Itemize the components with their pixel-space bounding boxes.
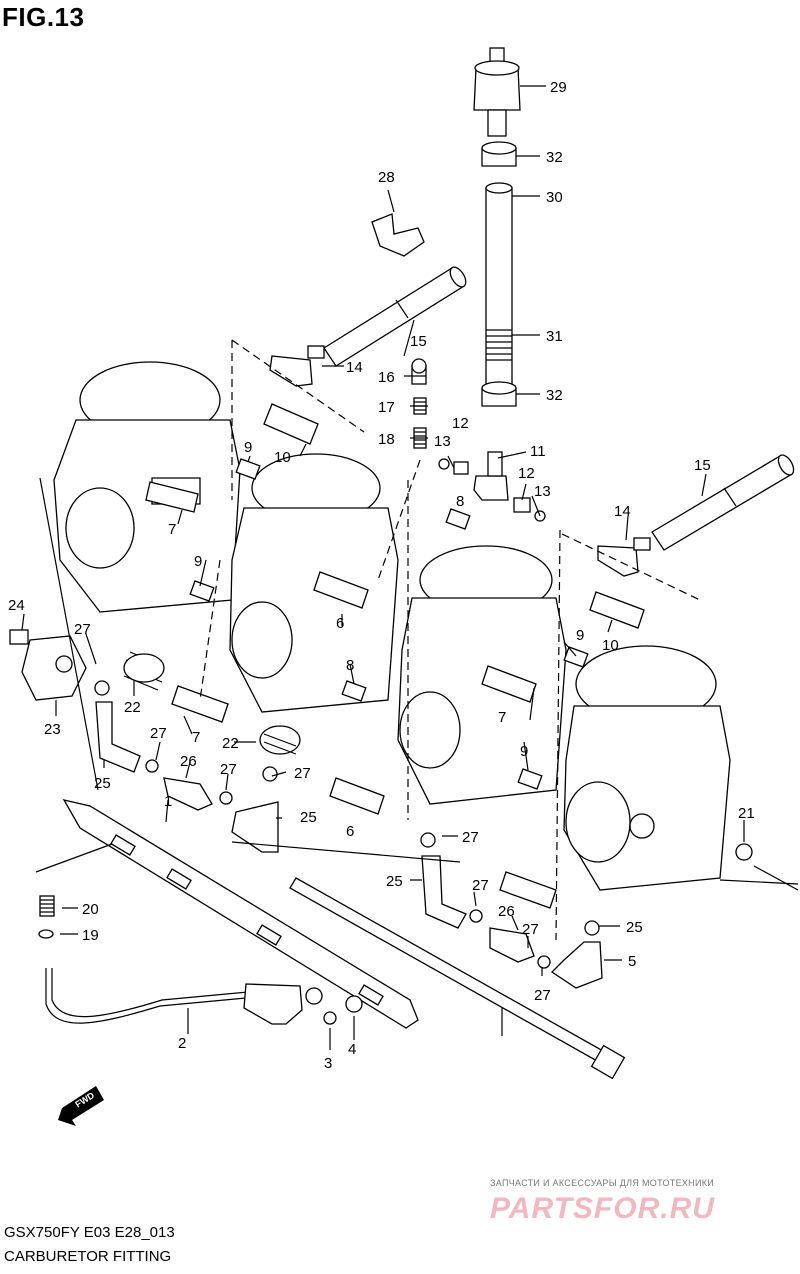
bracket-23 xyxy=(9,629,87,701)
vent-fitting-assembly xyxy=(473,47,521,407)
callout-30: 30 xyxy=(546,189,563,206)
callout-7: 7 xyxy=(168,521,176,538)
callout-25: 25 xyxy=(94,775,111,792)
callout-9: 9 xyxy=(576,627,584,644)
callout-26: 26 xyxy=(498,903,515,920)
callout-13: 13 xyxy=(534,483,551,500)
callout-21: 20 xyxy=(82,901,99,918)
clamp-28 xyxy=(371,213,425,257)
callout-8: 8 xyxy=(456,493,464,510)
carburetor-3 xyxy=(397,545,567,805)
callout-1: 1 xyxy=(164,793,172,810)
hoses-25 xyxy=(94,680,603,989)
springs-22 xyxy=(123,651,301,755)
springs-16-17-18 xyxy=(411,358,427,449)
hose-15-left xyxy=(269,266,467,387)
callout-19: 2 xyxy=(178,1035,186,1052)
callout-22: 22 xyxy=(124,699,141,716)
callout-10: 10 xyxy=(602,637,619,654)
callout-29: 29 xyxy=(550,79,567,96)
callout-28: 28 xyxy=(378,169,395,186)
model-code: GSX750FY E03 E28_013 xyxy=(4,1224,175,1241)
callout-26: 26 xyxy=(180,753,197,770)
callout-14: 14 xyxy=(614,503,631,520)
figure-caption: CARBURETOR FITTING xyxy=(4,1248,172,1265)
callout-13: 13 xyxy=(434,433,451,450)
callout-15: 15 xyxy=(694,457,711,474)
callout-27: 27 xyxy=(74,621,91,638)
callout-14: 14 xyxy=(346,359,363,376)
callout-20: 19 xyxy=(82,927,99,944)
callout-9: 9 xyxy=(244,439,252,456)
carburetor-2 xyxy=(229,453,399,713)
callout-27: 27 xyxy=(150,725,167,742)
callout-24: 24 xyxy=(8,597,25,614)
callout-27: 27 xyxy=(534,987,551,1004)
carburetor-4 xyxy=(563,645,731,891)
washer-5 xyxy=(735,843,753,861)
callout-17: 17 xyxy=(378,399,395,416)
callout-27: 27 xyxy=(462,829,479,846)
guide-lines xyxy=(35,339,799,941)
callout-6: 6 xyxy=(336,615,344,632)
callout-27: 27 xyxy=(294,765,311,782)
callout-23: 23 xyxy=(44,721,61,738)
watermark-brand: PARTSFOR.RU xyxy=(490,1192,715,1225)
callout-leaders xyxy=(21,85,745,1050)
callout-27: 27 xyxy=(220,761,237,778)
callout-9: 9 xyxy=(520,743,528,760)
callout-7: 27 xyxy=(522,921,539,938)
callout-10: 10 xyxy=(274,449,291,466)
hose-15-right xyxy=(597,454,795,577)
callout-31: 31 xyxy=(546,328,563,345)
callout-12: 12 xyxy=(452,415,469,432)
callout-32: 32 xyxy=(546,149,563,166)
shaft-4 xyxy=(289,877,626,1080)
callout-11: 11 xyxy=(530,443,546,460)
callout-8: 8 xyxy=(346,657,354,674)
callout-labels: 29 32 30 31 32 28 15 14 16 17 18 12 13 1… xyxy=(8,79,755,1072)
callout-25: 25 xyxy=(386,873,403,890)
connector-tubes xyxy=(145,403,645,909)
callout-16: 16 xyxy=(378,369,395,386)
callout-18: 18 xyxy=(378,431,395,448)
bracket-plate-1 xyxy=(62,799,419,1029)
cable-19 xyxy=(38,895,363,1025)
callout-9: 9 xyxy=(194,553,202,570)
forward-arrow: FWD xyxy=(58,1086,104,1126)
t-joint-11 xyxy=(438,451,546,522)
callout-5: 21 xyxy=(738,805,755,822)
callout-7: 7 xyxy=(498,709,506,726)
callout-22: 22 xyxy=(222,735,239,752)
carburetor-1 xyxy=(53,361,241,613)
watermark-tagline: ЗАПЧАСТИ И АКСЕССУАРЫ ДЛЯ МОТОТЕХНИКИ xyxy=(490,1178,715,1188)
callout-12: 12 xyxy=(518,465,535,482)
callout-3: 4 xyxy=(348,1041,356,1058)
callout-7: 7 xyxy=(192,729,200,746)
callout-27: 27 xyxy=(472,877,489,894)
callout-25: 25 xyxy=(300,809,317,826)
callout-27: 25 xyxy=(626,919,643,936)
callout-2: 3 xyxy=(324,1055,332,1072)
callout-25: 5 xyxy=(628,953,636,970)
figure-title: FIG.13 xyxy=(2,2,85,32)
callout-6: 6 xyxy=(346,823,354,840)
callout-15: 15 xyxy=(410,333,427,350)
callout-32: 32 xyxy=(546,387,563,404)
